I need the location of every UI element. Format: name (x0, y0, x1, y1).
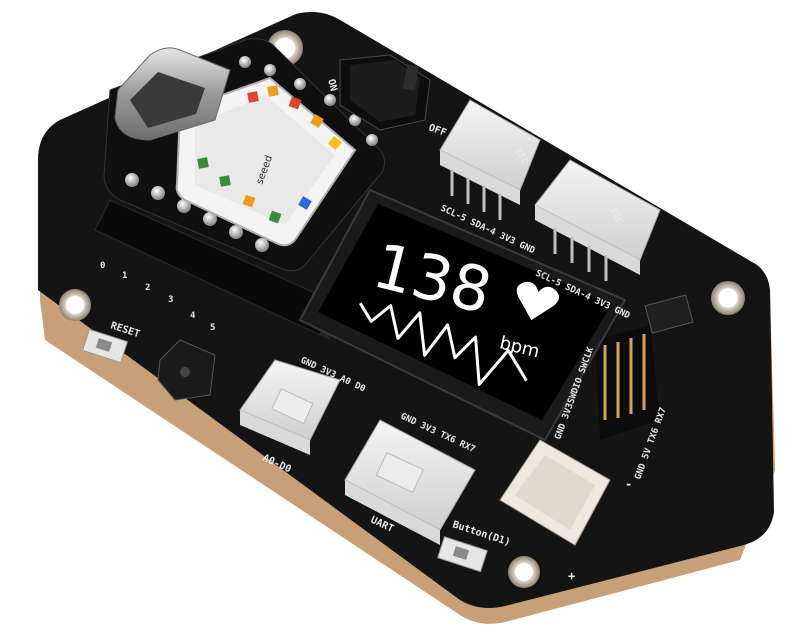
usb-c-port (114, 47, 231, 141)
heart-icon (516, 281, 559, 321)
grove-uart (344, 419, 476, 545)
power-switch (339, 54, 431, 131)
pin-number-3: 3 (168, 295, 173, 305)
plus-label: + (568, 569, 575, 583)
heartbeat-wave (359, 302, 528, 386)
pin-number-2: 2 (145, 283, 150, 293)
switch-on-label: ON (325, 78, 339, 92)
swd-pin-header (595, 325, 660, 440)
grove-iic-2 (534, 159, 661, 281)
minus-label: - (625, 477, 632, 491)
pin-number-4: 4 (190, 311, 196, 321)
oled-display: 138 bpm (298, 188, 627, 442)
pin-number-1: 1 (122, 271, 127, 281)
jst-power-connector (499, 439, 611, 546)
pin-number-5: 5 (210, 323, 215, 333)
rtc-chip (644, 294, 694, 334)
reset-button (81, 328, 129, 364)
grove-iic-1 (439, 99, 541, 220)
user-button (437, 536, 488, 573)
grove-a0d0 (239, 359, 341, 455)
pin-number-0: 0 (100, 261, 105, 271)
buzzer (157, 339, 216, 401)
